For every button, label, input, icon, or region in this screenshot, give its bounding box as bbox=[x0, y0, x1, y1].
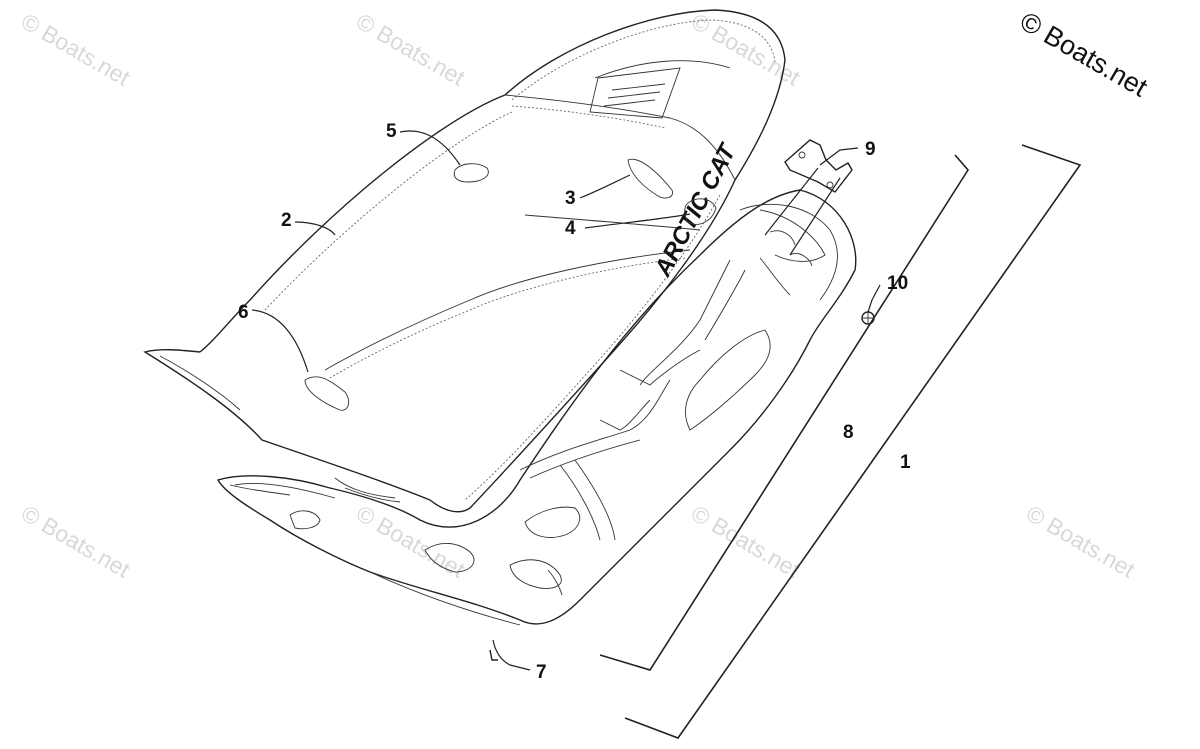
callout-2: 2 bbox=[281, 210, 292, 231]
callout-5: 5 bbox=[386, 121, 397, 142]
assembly-brackets bbox=[599, 144, 1082, 739]
bolt-part-10 bbox=[861, 311, 875, 325]
callout-4: 4 bbox=[565, 218, 576, 239]
callout-3: 3 bbox=[565, 188, 576, 209]
seat-cover: ARCTIC CAT bbox=[143, 9, 786, 513]
leader-lines bbox=[251, 130, 881, 671]
callout-9: 9 bbox=[865, 139, 876, 160]
callout-8: 8 bbox=[843, 422, 854, 443]
callout-6: 6 bbox=[238, 302, 249, 323]
bracket-part-9 bbox=[784, 139, 853, 193]
callout-7: 7 bbox=[536, 662, 547, 683]
brand-logo-text: ARCTIC CAT bbox=[649, 138, 742, 282]
callout-numbers: 1 2 3 4 5 6 7 8 9 10 bbox=[238, 121, 911, 683]
callout-10: 10 bbox=[887, 273, 908, 294]
callout-1: 1 bbox=[900, 452, 911, 473]
seat-base bbox=[216, 189, 857, 626]
pin-part-7 bbox=[489, 649, 498, 661]
